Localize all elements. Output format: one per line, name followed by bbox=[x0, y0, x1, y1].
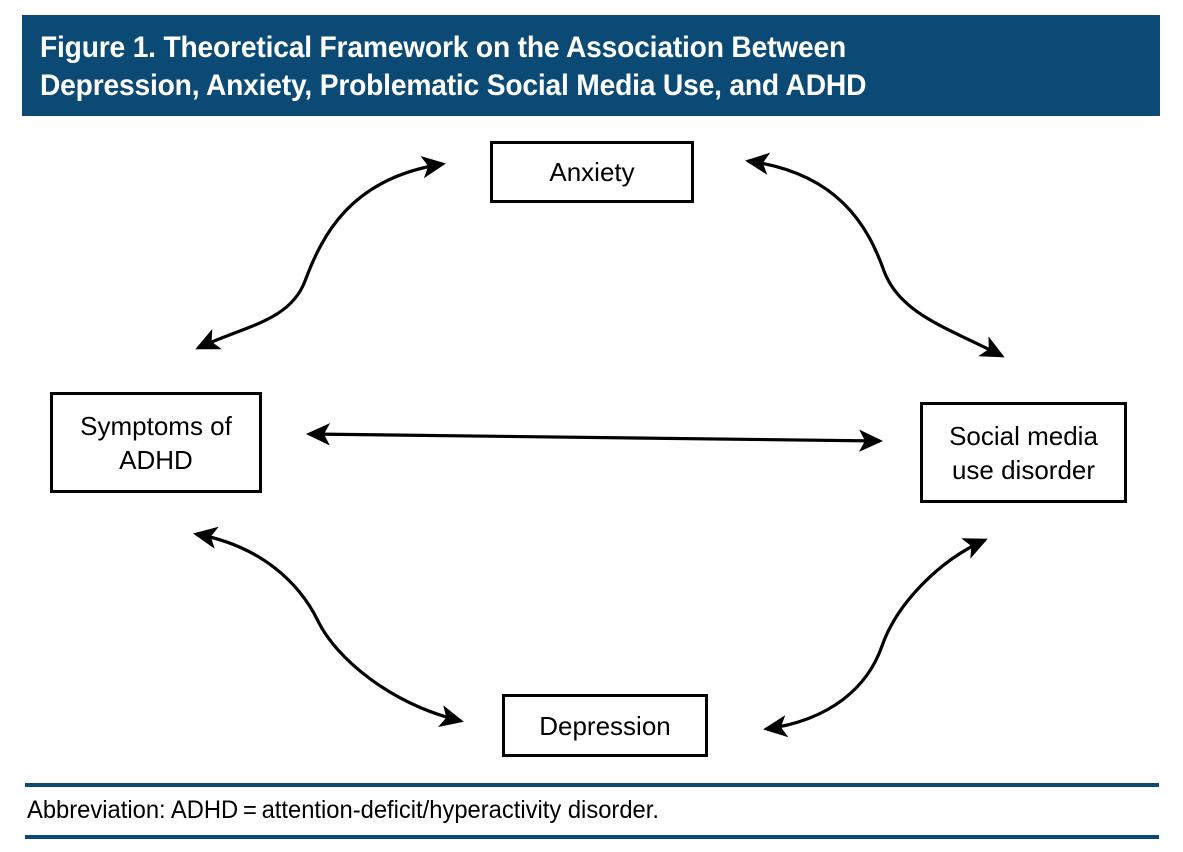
diagram-arrow-layer bbox=[193, 152, 1005, 738]
connector-adhd-depression bbox=[193, 526, 464, 727]
figure-footer: Abbreviation: ADHD = attention-deficit/h… bbox=[25, 783, 1159, 843]
node-depression[interactable]: Depression bbox=[502, 694, 708, 757]
figure-title-line-1: Figure 1. Theoretical Framework on the A… bbox=[40, 31, 847, 64]
node-social-media-use-disorder-label: Social media use disorder bbox=[949, 420, 1098, 485]
node-anxiety-label: Anxiety bbox=[549, 157, 635, 187]
connector-adhd-anxiety bbox=[195, 156, 446, 350]
footer-rule-top bbox=[25, 783, 1159, 787]
node-symptoms-of-adhd[interactable]: Symptoms of ADHD bbox=[50, 392, 262, 493]
figure-title-line-2: Depression, Anxiety, Problematic Social … bbox=[40, 69, 867, 102]
node-social-media-use-disorder[interactable]: Social media use disorder bbox=[920, 402, 1127, 503]
connector-adhd-social-media bbox=[306, 423, 883, 452]
footer-rule-bottom bbox=[25, 835, 1159, 839]
connector-depression-social-media bbox=[763, 538, 988, 738]
figure-title-banner: Figure 1. Theoretical Framework on the A… bbox=[22, 15, 1160, 116]
node-depression-label: Depression bbox=[539, 710, 671, 741]
connector-anxiety-social-media bbox=[745, 152, 1005, 358]
node-anxiety[interactable]: Anxiety bbox=[490, 141, 694, 203]
diagram-canvas: Anxiety Symptoms of ADHD Social media us… bbox=[0, 116, 1183, 780]
abbreviation-note: Abbreviation: ADHD = attention-deficit/h… bbox=[27, 796, 659, 824]
node-symptoms-of-adhd-label: Symptoms of ADHD bbox=[80, 410, 232, 475]
